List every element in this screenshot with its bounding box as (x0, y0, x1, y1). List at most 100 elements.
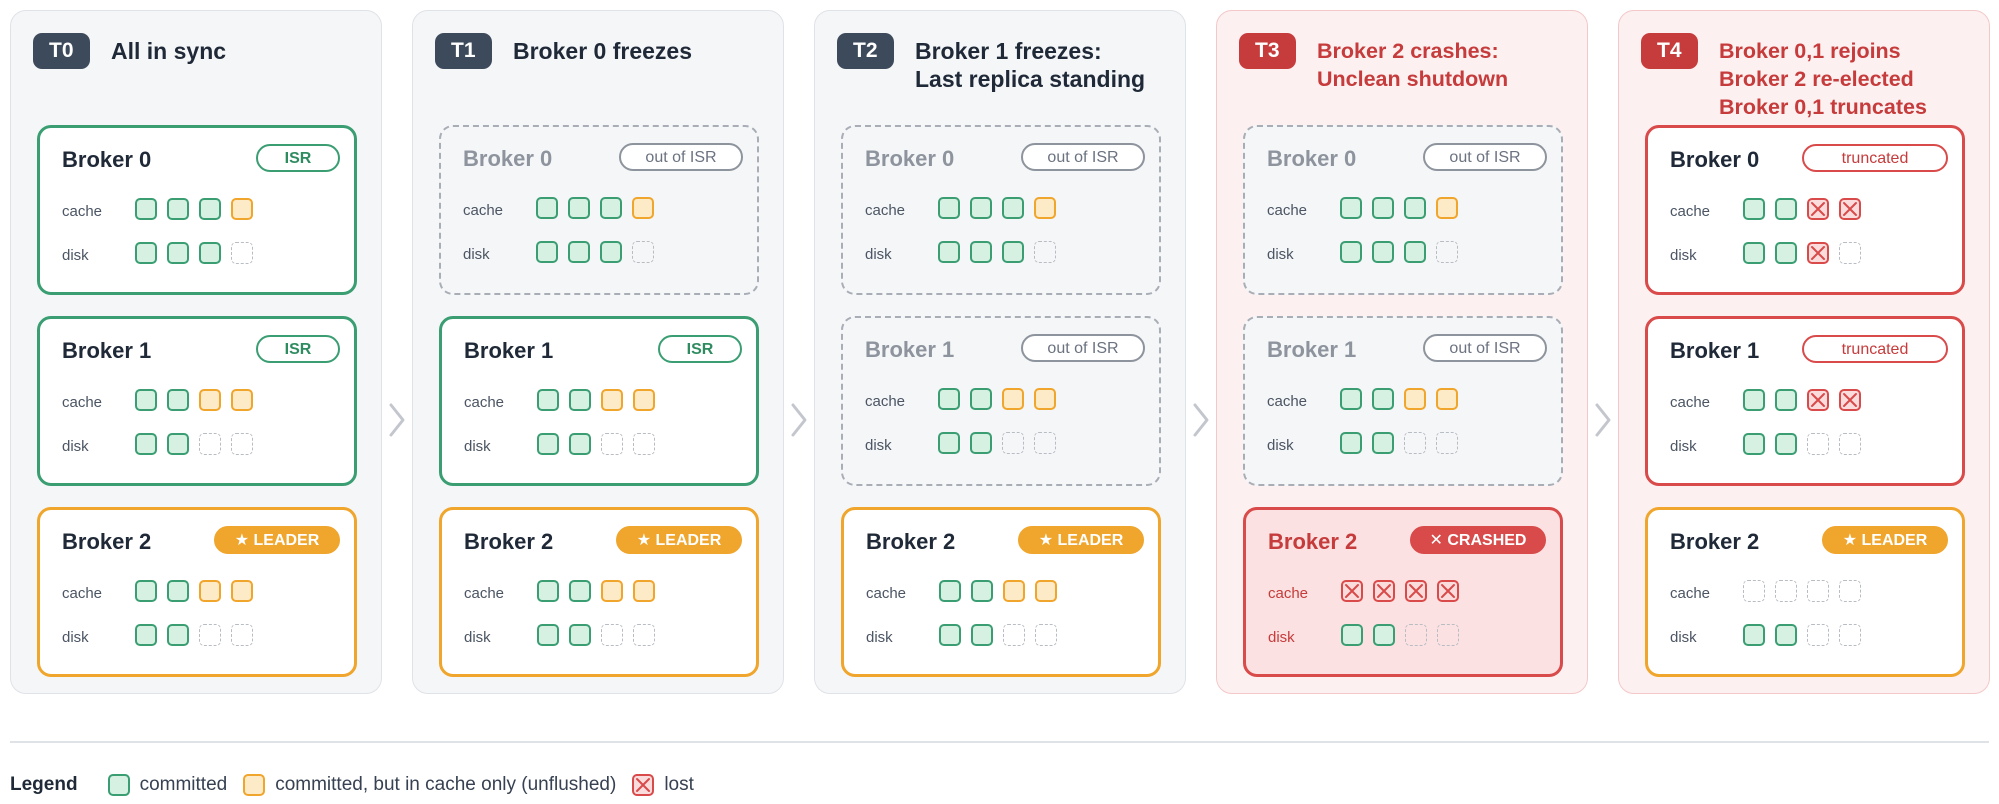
block-committed (938, 197, 960, 219)
broker-name: Broker 2 (464, 529, 554, 554)
block-empty (1034, 241, 1056, 263)
cache-blocks (135, 580, 263, 602)
broker-status-badge: out of ISR (619, 143, 743, 171)
broker-status-badge: out of ISR (1021, 143, 1145, 171)
broker-name: Broker 2 (1268, 529, 1358, 554)
block-committed (970, 241, 992, 263)
disk-blocks (537, 624, 665, 646)
block-empty (231, 624, 253, 646)
panel-title-line: Broker 0 freezes (513, 38, 692, 64)
disk-blocks (1743, 433, 1871, 455)
cache-row-label: cache (464, 585, 505, 602)
broker-name: Broker 0 (1267, 146, 1357, 171)
block-committed (971, 624, 993, 646)
block-empty (1839, 433, 1861, 455)
block-empty (1839, 580, 1861, 602)
broker-status-badge: ★ LEADER (1822, 526, 1948, 554)
block-empty (1839, 624, 1861, 646)
block-committed (569, 624, 591, 646)
block-empty (1405, 624, 1427, 646)
block-committed (1775, 624, 1797, 646)
disk-row-label: disk (62, 629, 89, 646)
disk-row-label: disk (865, 437, 892, 454)
block-committed (1002, 241, 1024, 263)
broker-status-badge: truncated (1802, 335, 1948, 363)
disk-row-label: disk (866, 629, 893, 646)
block-unflushed (1436, 197, 1458, 219)
cache-blocks (938, 197, 1066, 219)
panel-title-line: Broker 0,1 rejoins (1719, 39, 1901, 63)
disk-blocks (938, 241, 1066, 263)
panel-title: Broker 1 freezes:Last replica standing (915, 37, 1175, 93)
block-empty (1436, 432, 1458, 454)
panel-title-line: Broker 1 freezes: (915, 38, 1102, 64)
block-lost (1373, 580, 1395, 602)
block-committed (536, 197, 558, 219)
block-committed (569, 580, 591, 602)
block-unflushed (231, 198, 253, 220)
cache-blocks (1743, 389, 1871, 411)
block-empty (1743, 580, 1765, 602)
block-committed (938, 241, 960, 263)
disk-blocks (135, 624, 263, 646)
legend-item-committed: committed (107, 774, 228, 796)
cache-blocks (1340, 388, 1468, 410)
cache-row-label: cache (62, 394, 103, 411)
block-empty (632, 241, 654, 263)
block-empty (633, 433, 655, 455)
block-lost (1341, 580, 1363, 602)
legend-item-label: committed (139, 774, 228, 795)
legend-divider (10, 741, 1989, 743)
block-committed (199, 242, 221, 264)
block-committed (1743, 198, 1765, 220)
block-committed (1743, 433, 1765, 455)
disk-blocks (1743, 242, 1871, 264)
broker-status-badge: ★ LEADER (214, 526, 340, 554)
block-committed (568, 197, 590, 219)
block-committed (135, 198, 157, 220)
broker-name: Broker 0 (1670, 147, 1760, 172)
block-lost (1405, 580, 1427, 602)
block-committed (135, 389, 157, 411)
broker-name: Broker 0 (865, 146, 955, 171)
broker-name: Broker 2 (1670, 529, 1760, 554)
broker-status-badge: ★ LEADER (1018, 526, 1144, 554)
cache-row-label: cache (1267, 393, 1308, 410)
block-committed (970, 388, 992, 410)
block-committed (167, 242, 189, 264)
block-empty (1437, 624, 1459, 646)
block-committed (1404, 197, 1426, 219)
block-unflushed (632, 197, 654, 219)
block-committed (1404, 241, 1426, 263)
block-unflushed (1034, 197, 1056, 219)
block-committed (1775, 242, 1797, 264)
block-empty (1807, 433, 1829, 455)
block-unflushed (199, 389, 221, 411)
disk-blocks (1340, 432, 1468, 454)
block-empty (1775, 580, 1797, 602)
time-step-badge: T0 (33, 33, 90, 69)
cache-blocks (135, 389, 263, 411)
block-unflushed (1404, 388, 1426, 410)
block-committed (167, 198, 189, 220)
block-committed (1372, 388, 1394, 410)
block-empty (1807, 580, 1829, 602)
broker-status-badge: out of ISR (1021, 334, 1145, 362)
cache-blocks (939, 580, 1067, 602)
disk-row-label: disk (1670, 247, 1697, 264)
block-empty (1034, 432, 1056, 454)
panel-title: All in sync (111, 37, 371, 65)
time-step-badge: T1 (435, 33, 492, 69)
block-unflushed-swatch (243, 774, 266, 796)
broker-name: Broker 1 (1670, 338, 1760, 363)
broker-name: Broker 1 (865, 337, 955, 362)
block-unflushed (601, 389, 623, 411)
broker-status-badge: out of ISR (1423, 143, 1547, 171)
